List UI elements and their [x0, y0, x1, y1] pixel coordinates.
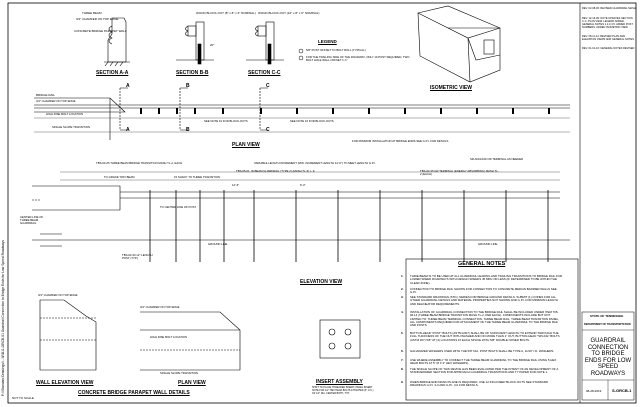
drawing-title: GUARDRAIL CONNECTION TO BRIDGE ENDS FOR …	[584, 338, 632, 377]
label-elev-dim-15: 15 SHADY TO THREE TRANSITION	[174, 175, 220, 179]
label-wall-chamfer: 3/4" CHAMFER ON TOP EDGE	[38, 293, 78, 297]
label-elev-sr-anchor: SR ANCHOR OR TERMINAL AS NEEDED	[470, 157, 524, 161]
note-8: 8.THE SINGLE SLOPE OF THIS DEVICE HAS BE…	[401, 367, 559, 375]
label-elev-w-beam: TBS-05-01, W-BEAM GUARDRAIL (TYPE 2) (MA…	[236, 169, 316, 173]
title-state: STATE OF TENNESSEE	[590, 314, 624, 318]
note-7: 7.USE WHERE ASSEMBLY TO CONNECT THE THRE…	[401, 358, 557, 366]
note-1: 1.THRIE-BEAM IS TO BE USED AT ALL GUARDR…	[401, 274, 563, 285]
plan-view-drawing	[34, 87, 570, 140]
label-parapet-wall: CONCRETE BRIDGE PARAPET WALL	[74, 29, 127, 33]
title-wall-elevation-view: WALL ELEVATION VIEW	[36, 380, 94, 386]
label-elev-post: TBS-03-30 12" LENGTH POST (TYP.)	[122, 253, 153, 261]
label-elev-centerline: CENTER LINE OF THREE BEAM GUARDRAIL	[20, 215, 44, 226]
label-bridge-rail: BRIDGE RAIL	[36, 93, 56, 97]
revision-4: REV. 01-01-16: GENERAL NOTES REVISED	[582, 47, 635, 50]
wall-elevation-drawing	[39, 299, 97, 371]
label-elev-gr-terminal: TBS-03-35 GR TERMINAL (ENERGY ABSORBING)…	[420, 169, 499, 177]
label-wall-plan-chamfer: 3/4" CHAMFER ON TOP EDGE	[140, 305, 180, 309]
label-ground-line-1: GROUND LINE	[208, 242, 228, 246]
marker-a-top: A	[126, 83, 130, 89]
label-ground-line-2: GROUND LINE	[478, 242, 498, 246]
title-section-a-a: SECTION A-A	[96, 70, 129, 76]
note-3: 3.SEE STANDARD DRAWINGS (STD-) SERIES FO…	[401, 295, 558, 306]
label-single-slope: SINGLE SLOPE TRANSITION	[52, 125, 91, 129]
title-plan-view: PLAN VIEW	[232, 142, 260, 148]
note-5: 5.BUTTON-HEAD "POST" BOLTS (ASTM A307) S…	[401, 331, 560, 342]
insert-assembly-drawing	[319, 319, 361, 359]
label-elev-dim-6: 6'-3"	[300, 183, 306, 187]
marker-b-bottom: B	[186, 127, 190, 133]
section-a-a-drawing	[104, 17, 130, 67]
title-elevation-view: ELEVATION VIEW	[300, 279, 343, 285]
drawing-date: 08-28-2019	[586, 389, 602, 393]
title-department: DEPARTMENT OF TRANSPORTATION	[584, 323, 631, 326]
label-dim-20: 20"	[210, 43, 215, 47]
note-4: 4.INSTALLATION OF GUARDRAIL CONNECTION T…	[401, 310, 560, 328]
title-parapet-wall-details: CONCRETE BRIDGE PARAPET WALL DETAILS	[78, 390, 190, 396]
legend-item-1: 5/8" POST OFFSET TO BOLT ROLL (TYPICAL)	[306, 48, 366, 52]
label-plan-chamfer: 3/4" CHAMFER ON TOP EDGE	[36, 99, 76, 103]
isometric-drawing	[417, 5, 501, 83]
legend-item-2: FOR THE TRAILING SIDE OF THE ROADWAY, ON…	[306, 55, 410, 63]
marker-c-top: C	[266, 83, 270, 89]
general-notes-title: GENERAL NOTES	[458, 261, 506, 267]
label-elev-tbs-25: TBS-03-25 THREE BEAM BRIDGE TRANSITION M…	[96, 161, 183, 165]
title-section-b-b: SECTION B-B	[176, 70, 209, 76]
note-2: 2.CONNECTION TO BRIDGE RAIL SHOWN FOR CO…	[401, 287, 557, 295]
label-three-beam: THREE BEAM	[82, 11, 102, 15]
legend-title: LEGEND	[318, 39, 337, 44]
wall-plan-drawing	[140, 311, 241, 371]
title-section-c-c: SECTION C-C	[248, 70, 281, 76]
label-see-note-2: SEE NOTE 10 FOR BLOCK-OUTS	[290, 119, 334, 123]
label-elev-dim-12: 12'-6"	[232, 183, 240, 187]
revision-1: REV. 02-08-06: REVISED GUARDRAIL MASH	[582, 7, 636, 10]
label-wall-high-rise: HIGH RISE BOLT LOCATION	[150, 335, 187, 339]
marker-c-bottom: C	[266, 127, 270, 133]
section-b-b-drawing	[176, 21, 214, 65]
label-elev-to-grade: TO GRADE TWO BEAM	[104, 175, 135, 179]
label-min-installation: FOR MINIMUM INSTALLATION AT BRIDGE ENDS …	[352, 139, 449, 143]
label-not-to-scale: NOT TO SCALE	[12, 396, 34, 400]
section-c-c-drawing	[246, 21, 284, 65]
note-9: 9.WHEN BRIDGE END DRAIN PLANE IS REQUIRE…	[401, 380, 549, 388]
label-insert-note: SHIFT TO PLACE THREADED INSERT, PANEL IN…	[312, 386, 374, 395]
revision-2: REV. 12-16-09: NOTE UPDATES SECTION C-C,…	[582, 17, 633, 29]
drawing-sheet-number: S-GRCB-1	[612, 388, 632, 393]
label-wood-blockout-1: WOOD BLOCK-OUT (8" x 8" x 6" NOMINAL)	[196, 11, 256, 15]
label-wall-single-slope: SINGLE SLOPE TRANSITION	[160, 371, 199, 375]
label-elev-center-post: TO CENTER LINE OF POST	[160, 205, 197, 209]
revision-3: REV. 08-11-14: REVISED PLAN AND ELEVATIO…	[582, 35, 634, 41]
elevation-view-drawing	[32, 171, 570, 262]
label-high-rise-bolt: HIGH RISE BOLT LOCATION	[46, 112, 83, 116]
legend-symbols	[298, 48, 304, 61]
label-see-note: SEE NOTE 10 FOR BLOCK-OUTS	[204, 119, 248, 123]
marker-a-bottom: A	[126, 127, 130, 133]
title-isometric-view: ISOMETRIC VIEW	[430, 85, 472, 91]
label-wood-blockout-2: WOOD BLOCK-OUT (10" x 8" x 6" NOMINAL)	[258, 11, 320, 15]
note-6: 6.GALVANIZED WASHERS USED WITH THE 5/8" …	[401, 349, 555, 353]
title-insert-assembly: INSERT ASSEMBLY	[316, 379, 363, 385]
marker-b-top: B	[186, 83, 190, 89]
label-chamfer-top: 3/4" CHAMFER ON TOP EDGE	[76, 17, 119, 21]
title-wall-plan-view: PLAN VIEW	[178, 380, 206, 386]
label-elev-variable-length: VARIABLE LENGTH INCREMENT (MIN. INCREMEN…	[254, 161, 376, 165]
